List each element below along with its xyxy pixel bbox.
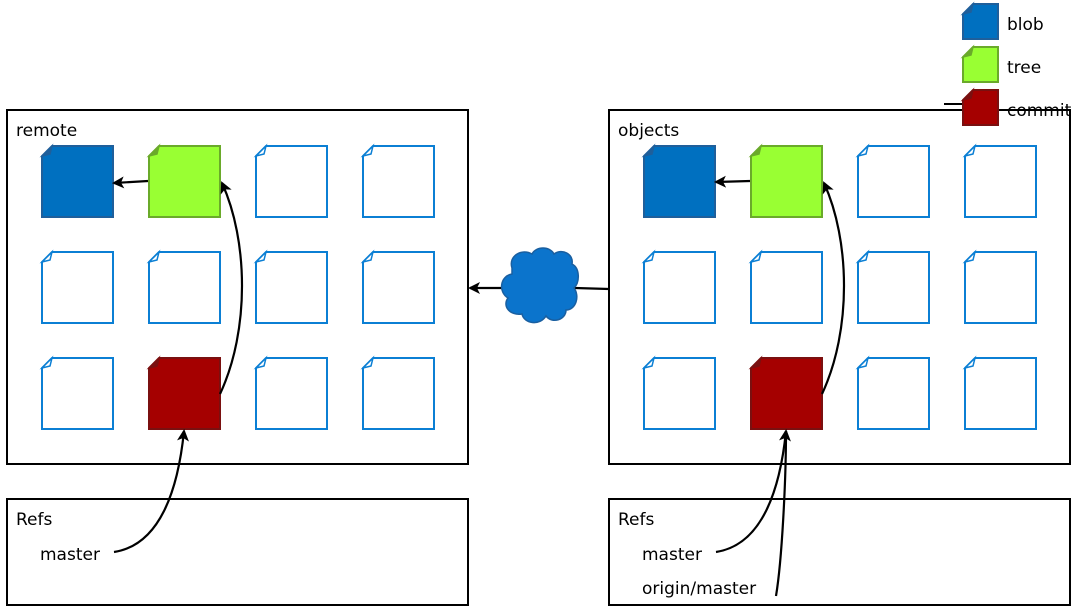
remote-refs-title: Refs (16, 510, 52, 530)
remote-empty-object (360, 143, 435, 218)
right-master-ref-edge (715, 429, 791, 554)
local-empty-object (855, 249, 930, 324)
remote-empty-object (39, 355, 114, 430)
local-empty-object (641, 249, 716, 324)
left-commit-to-tree-edge (219, 181, 244, 395)
remote-object-grid (39, 143, 435, 430)
local-empty-object (855, 143, 930, 218)
remote-blob-object (39, 143, 114, 218)
local-refs-title: Refs (618, 510, 654, 530)
local-empty-object (641, 355, 716, 430)
local-tree-object (748, 143, 823, 218)
left-master-ref-edge (113, 429, 189, 554)
right-commit-to-tree-edge (821, 181, 846, 395)
network-link-right (574, 286, 610, 291)
right-tree-to-blob-edge (714, 175, 751, 188)
left-tree-to-blob-edge (112, 176, 149, 189)
remote-empty-object (146, 249, 221, 324)
right-repository: objects Refs master origin/master (608, 109, 1071, 606)
local-empty-object (962, 355, 1037, 430)
remote-empty-object (253, 355, 328, 430)
remote-commit-object (146, 355, 221, 430)
local-empty-object (855, 355, 930, 430)
local-refs-box (608, 498, 1071, 606)
local-empty-object (962, 249, 1037, 324)
cloud-icon (500, 247, 579, 324)
local-empty-object (748, 249, 823, 324)
legend-blob-swatch (960, 1, 999, 40)
right-origin-master-ref-edge (774, 430, 788, 597)
remote-empty-object (360, 355, 435, 430)
remote-empty-object (253, 249, 328, 324)
remote-refs-box (6, 498, 469, 606)
local-empty-object (962, 143, 1037, 218)
local-store-title: objects (618, 121, 679, 141)
remote-ref-master: master (40, 545, 100, 565)
legend-commit-label: commit (1007, 101, 1072, 121)
remote-empty-object (253, 143, 328, 218)
local-commit-object (748, 355, 823, 430)
remote-empty-object (360, 249, 435, 324)
local-object-grid (641, 143, 1037, 430)
legend-tree-swatch (960, 44, 999, 83)
left-repository: remote Refs master (6, 109, 469, 606)
local-ref-master: master (642, 545, 702, 565)
remote-empty-object (39, 249, 114, 324)
remote-tree-object (146, 143, 221, 218)
remote-store-title: remote (16, 121, 77, 141)
local-ref-origin-master: origin/master (642, 579, 756, 599)
legend: blob tree commit (944, 1, 1072, 126)
legend-tree-label: tree (1007, 58, 1041, 78)
local-blob-object (641, 143, 716, 218)
legend-blob-label: blob (1007, 15, 1044, 35)
legend-commit-swatch (960, 87, 999, 126)
